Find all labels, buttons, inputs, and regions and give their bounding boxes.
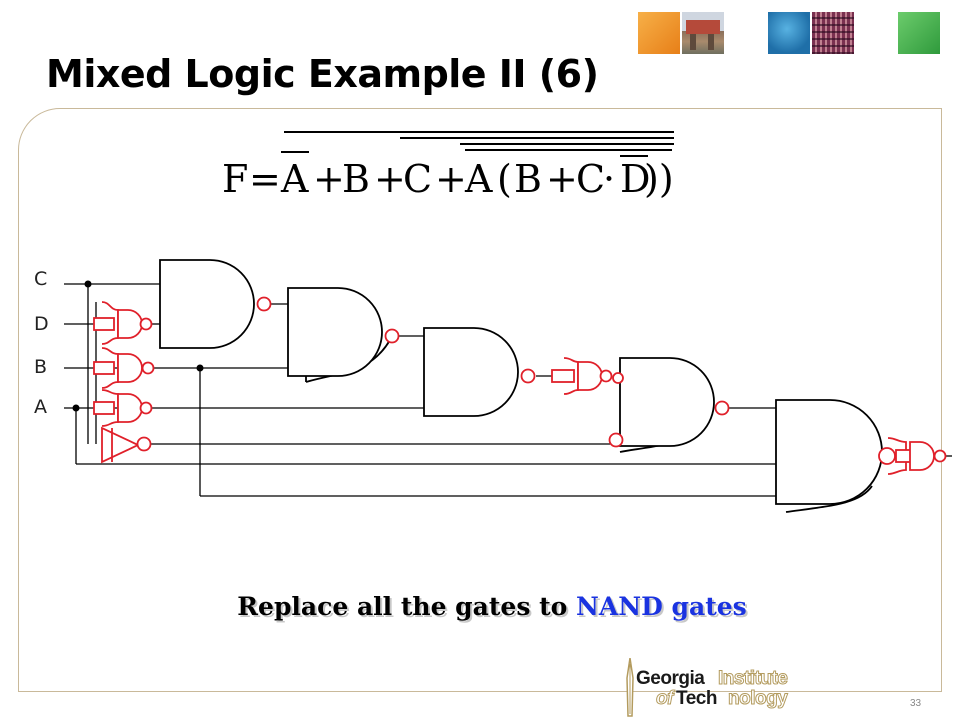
formula-b: B bbox=[342, 157, 370, 201]
input-bubble-5 bbox=[878, 447, 896, 465]
output-bubble-4 bbox=[714, 400, 730, 416]
and-gate-5 bbox=[775, 399, 883, 505]
nand-inverter-middle bbox=[551, 357, 624, 395]
output-bubble-2 bbox=[384, 328, 400, 344]
campus-photo-thumbnail bbox=[682, 12, 724, 54]
and-gate-3 bbox=[423, 327, 519, 417]
formula-c: C bbox=[403, 157, 432, 201]
input-label-b: B bbox=[34, 356, 47, 378]
junction-dots bbox=[72, 280, 204, 412]
red-gates bbox=[93, 296, 947, 475]
logo-word-tech: Tech bbox=[676, 688, 717, 709]
logo-word-of: of bbox=[656, 688, 674, 710]
formula-close-parens: )) bbox=[644, 157, 674, 201]
output-bubble-3 bbox=[520, 368, 536, 384]
formula-plus: + bbox=[435, 157, 467, 201]
circuit-chip-thumbnail bbox=[812, 12, 854, 54]
formula-open-paren: ( bbox=[497, 157, 512, 201]
and-gate-1 bbox=[159, 259, 255, 349]
formula-plus: + bbox=[313, 157, 345, 201]
orange-tile bbox=[638, 12, 680, 54]
blue-tile bbox=[768, 12, 810, 54]
formula-d-complement: D bbox=[620, 157, 650, 201]
logo-word-georgia: Georgia bbox=[636, 668, 705, 689]
and-gate-4 bbox=[619, 357, 715, 447]
triangle-inverter bbox=[101, 426, 152, 464]
formula-c-inner: C bbox=[576, 157, 605, 201]
input-label-c: C bbox=[34, 268, 47, 290]
logo-word-institute: Institute bbox=[717, 668, 788, 690]
nand-inverter-output bbox=[887, 437, 947, 475]
formula-f: F bbox=[222, 157, 248, 201]
slide-title: Mixed Logic Example II (6) bbox=[46, 52, 599, 96]
input-bubble-4 bbox=[608, 432, 624, 448]
formula-b-inner: B bbox=[514, 157, 542, 201]
input-label-d: D bbox=[34, 313, 49, 335]
formula-plus: + bbox=[374, 157, 406, 201]
formula-a: A bbox=[464, 157, 493, 201]
formula-a-complement: A bbox=[280, 157, 309, 201]
output-bubble-1 bbox=[256, 296, 272, 312]
input-label-a: A bbox=[34, 396, 47, 418]
caption-highlight: NAND gates bbox=[576, 592, 747, 621]
nand-inverter-b bbox=[93, 347, 155, 389]
nand-inverter-a bbox=[93, 389, 153, 427]
logo-word-nology: nology bbox=[727, 688, 788, 710]
content-frame bbox=[18, 108, 942, 692]
page-number: 33 bbox=[910, 698, 922, 709]
formula-dot: · bbox=[603, 157, 615, 201]
nand-inverter-d bbox=[93, 301, 153, 345]
tower-icon bbox=[626, 658, 634, 717]
and-gates bbox=[159, 259, 883, 513]
caption-text: Replace all the gates to bbox=[237, 592, 577, 621]
formula-equals: = bbox=[249, 157, 281, 201]
georgia-tech-logo: Georgia Institute of Tech nology bbox=[614, 658, 834, 718]
green-tile bbox=[898, 12, 940, 54]
formula-plus: + bbox=[546, 157, 578, 201]
caption: Replace all the gates to NAND gates bbox=[0, 592, 960, 621]
and-gate-2 bbox=[287, 287, 383, 377]
boolean-formula: F = A + B + C + A ( B + C · D )) bbox=[222, 131, 674, 201]
